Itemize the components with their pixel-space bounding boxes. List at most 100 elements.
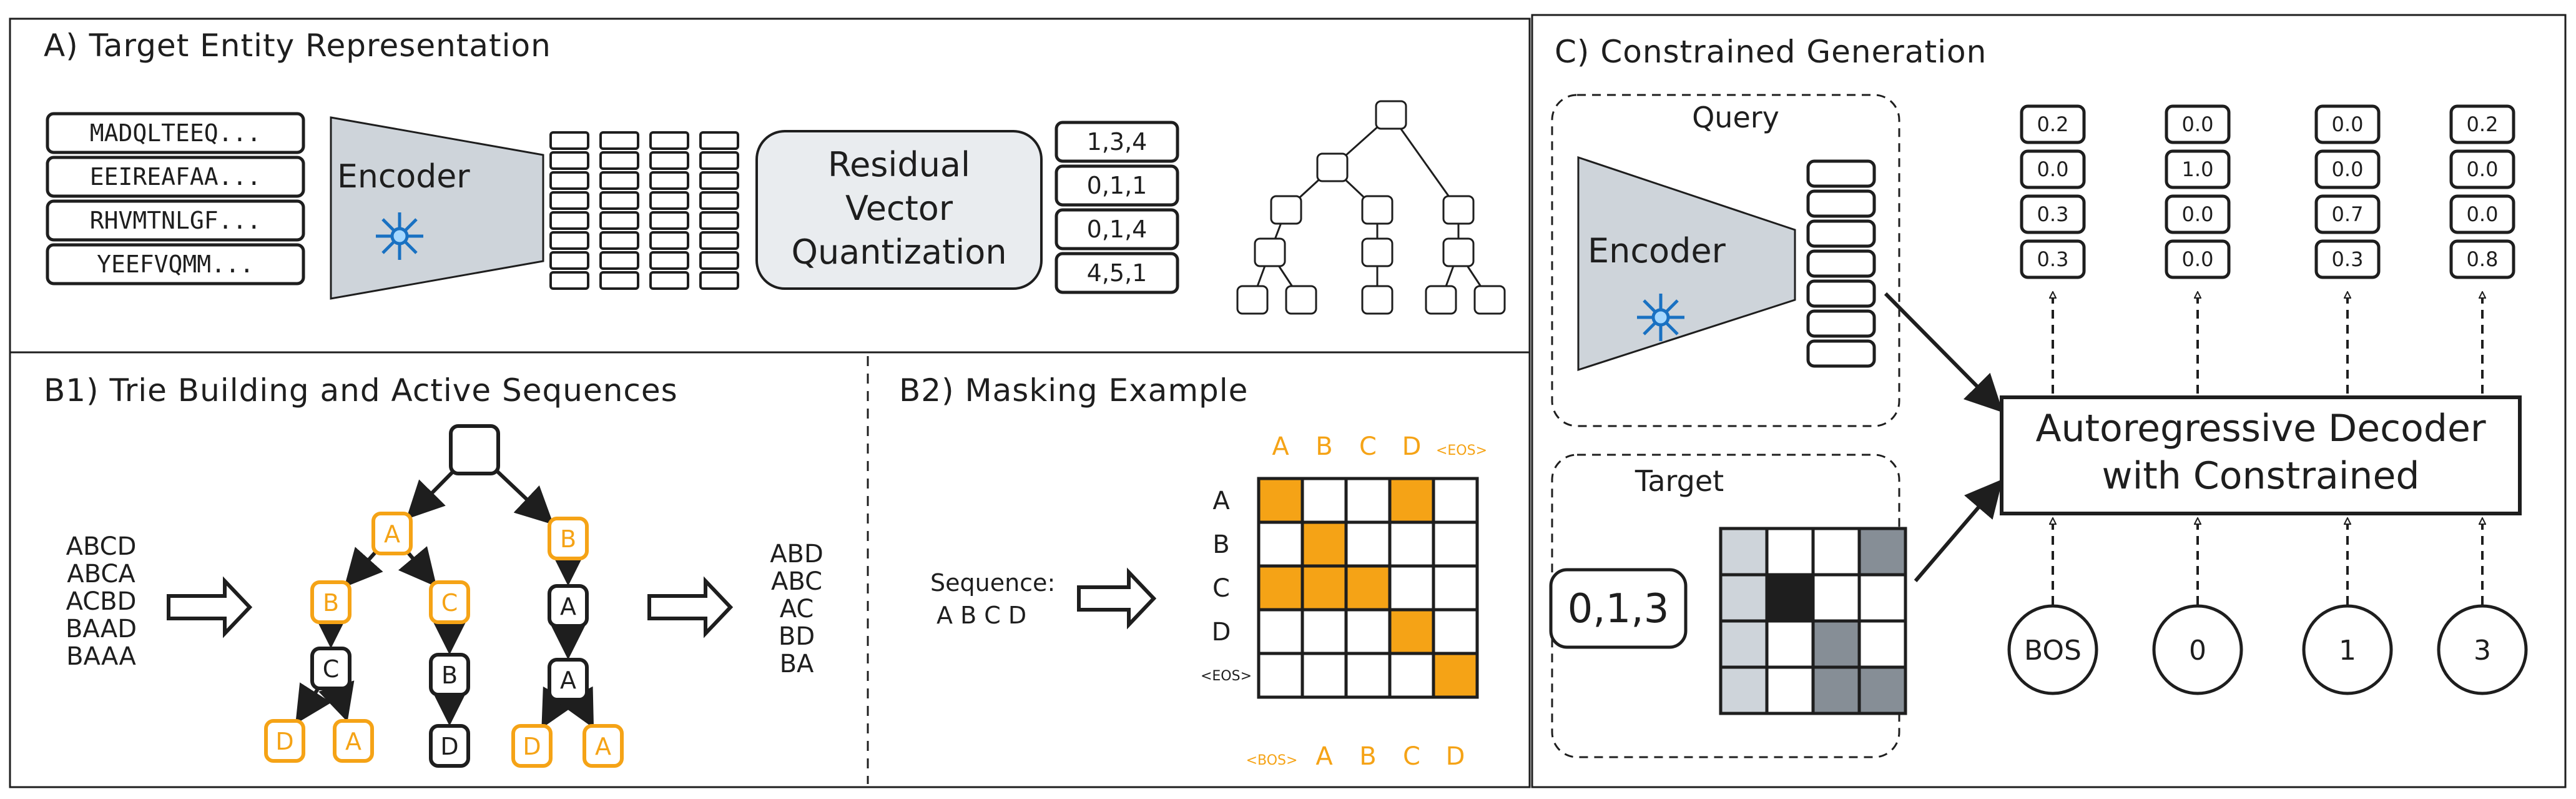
active-sequence: BD (779, 622, 815, 651)
tree-node (1285, 285, 1317, 315)
trie-node-active (333, 719, 374, 763)
trie-node-active (371, 512, 413, 555)
trie-edge (406, 466, 459, 520)
embedding-cell (699, 151, 739, 170)
column-label: D (1402, 432, 1422, 461)
active-sequence: BA (780, 650, 814, 678)
trie-node-active (583, 724, 624, 768)
active-sequence: ABD (770, 540, 823, 568)
trie-edge (541, 686, 576, 728)
target-grid-cell (1765, 573, 1815, 623)
embedding-cell (599, 191, 639, 210)
mask-cell (1257, 652, 1304, 699)
trie-node (548, 658, 589, 702)
column-label: C (1359, 432, 1377, 461)
hollow-arrow-icon (647, 576, 734, 638)
trie-node-label: B (441, 662, 458, 689)
input-sequence: ACBD (66, 587, 137, 616)
embedding-cell (649, 271, 689, 290)
query-embedding-cell (1806, 339, 1876, 368)
embedding-cell (699, 191, 739, 210)
bottom-label: <BOS> (1246, 753, 1298, 768)
target-grid (1719, 527, 1907, 715)
embedding-cell (599, 171, 639, 190)
token-circle (2437, 604, 2528, 695)
token-label: BOS (2024, 635, 2082, 667)
embedding-cell (599, 151, 639, 170)
target-grid-cell (1857, 573, 1907, 623)
embedding-cell (699, 231, 739, 250)
tree-node (1473, 285, 1506, 315)
panel-c-title: C) Constrained Generation (1555, 34, 1987, 70)
tree-node (1316, 152, 1349, 182)
trie-node-label: C (441, 589, 458, 617)
embedding-cell (549, 151, 589, 170)
bottom-label: D (1446, 742, 1465, 771)
sequence-box (46, 243, 305, 285)
trie-node (548, 584, 589, 628)
embedding-cell (699, 251, 739, 270)
trie-node (310, 647, 351, 690)
panel-a-title: A) Target Entity Representation (44, 27, 551, 64)
embedding-columns (549, 131, 739, 290)
token-label: 0 (2189, 635, 2206, 667)
sequence-text: RHVMTNLGF... (90, 207, 262, 234)
decoder-label-line2: with Constrained (2102, 454, 2420, 498)
code-text: 1,3,4 (1087, 128, 1148, 156)
sequence-box (46, 156, 305, 198)
query-embedding (1806, 159, 1876, 368)
trie-node-active (548, 517, 589, 560)
mask-cell (1344, 608, 1392, 655)
probability-cell (2449, 149, 2515, 189)
sequence-list: MADQLTEEQ...EEIREAFAA...RHVMTNLGF...YEEF… (46, 112, 305, 285)
mask-cell (1432, 477, 1479, 524)
probability-value: 1.0 (2182, 157, 2214, 181)
encoder-a: Encoder (330, 116, 544, 300)
mask-cell-allowed (1432, 652, 1479, 699)
embedding-cell (549, 131, 589, 150)
tree-node (1442, 195, 1475, 225)
token-label: 3 (2474, 635, 2491, 667)
encoder-label: Encoder (1588, 231, 1726, 270)
target-grid-cell (1811, 665, 1861, 715)
query-embedding-cell (1806, 309, 1876, 338)
mask-cell (1388, 520, 1435, 568)
embedding-cell (599, 231, 639, 250)
rvq-block (755, 130, 1043, 290)
trie-node-label: B (560, 525, 576, 553)
embedding-cell (549, 191, 589, 210)
panel-frames (9, 14, 2567, 788)
trie-node-label: D (523, 733, 541, 760)
panel-b1-title: B1) Trie Building and Active Sequences (44, 372, 678, 409)
query-embedding-cell (1806, 159, 1876, 188)
target-label: Target (1635, 464, 1724, 498)
bottom-label: C (1403, 742, 1420, 771)
decoder-block (2000, 395, 2522, 515)
target-code-box (1549, 568, 1688, 649)
target-grid-cell (1857, 527, 1907, 577)
probability-value: 0.0 (2182, 247, 2214, 271)
probability-cell (2020, 194, 2086, 234)
target-grid-cell (1857, 665, 1907, 715)
mask-cell (1344, 477, 1392, 524)
target-grid-cell (1719, 573, 1769, 623)
embedding-cell (649, 251, 689, 270)
probability-columns: 0.20.00.30.30.01.00.00.00.00.00.70.30.20… (2020, 104, 2515, 394)
probability-cell (2314, 194, 2381, 234)
trie-node-label: D (440, 733, 458, 760)
trie-edge (491, 465, 554, 525)
trie-edge (344, 547, 383, 588)
trie-node-label: A (560, 667, 576, 694)
mask-cell (1388, 652, 1435, 699)
trie-node-label: A (560, 593, 576, 620)
snowflake-icon (1637, 294, 1684, 341)
probability-value: 0.0 (2332, 112, 2364, 136)
probability-value: 0.7 (2332, 202, 2364, 226)
trie-node-label: A (345, 728, 361, 755)
trie-node-active (310, 580, 351, 624)
embedding-cell (649, 131, 689, 150)
token-circle (2302, 604, 2393, 695)
embedding-cell (599, 251, 639, 270)
mask-cell (1300, 652, 1348, 699)
bottom-label: B (1359, 742, 1376, 771)
